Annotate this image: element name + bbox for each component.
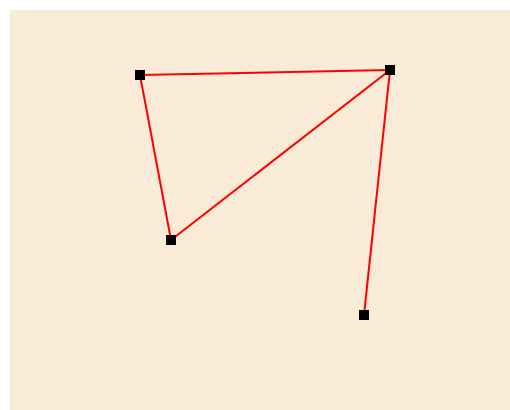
polyline-segments xyxy=(139,69,391,316)
vertex-handle[interactable] xyxy=(359,310,369,320)
drawing-surface[interactable] xyxy=(10,10,510,410)
vertex-handle[interactable] xyxy=(385,65,395,75)
polyline-segment xyxy=(139,74,172,241)
vertex-handle[interactable] xyxy=(166,235,176,245)
polyline-segment xyxy=(363,69,391,316)
canvas-background xyxy=(10,10,510,410)
polyline-segment xyxy=(139,69,391,76)
vertex-handles[interactable] xyxy=(135,65,395,320)
vertex-handle[interactable] xyxy=(135,70,145,80)
drawing-canvas[interactable] xyxy=(10,10,510,410)
polyline-segment xyxy=(170,69,391,241)
